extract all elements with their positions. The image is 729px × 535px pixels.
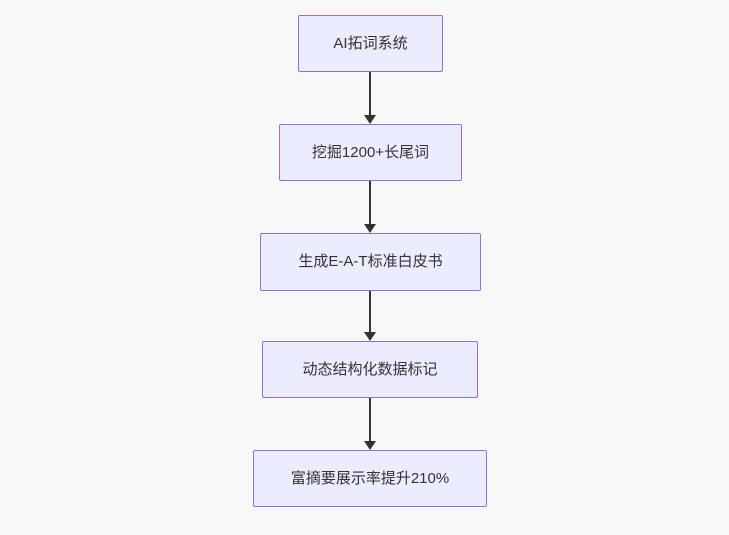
node-mine-longtail-keywords: 挖掘1200+长尾词 [279, 124, 462, 181]
arrowhead-down-icon [364, 115, 376, 124]
node-label: 挖掘1200+长尾词 [311, 143, 430, 161]
node-label: 生成E-A-T标准白皮书 [298, 253, 443, 270]
node-ai-word-expansion-system: AI拓词系统 [298, 15, 443, 72]
edge-line [369, 398, 371, 443]
flow-edge-4-5 [363, 398, 377, 450]
edge-line [369, 181, 371, 226]
node-label: 富摘要展示率提升210% [290, 469, 450, 487]
node-label: AI拓词系统 [333, 34, 408, 52]
flow-edge-1-2 [363, 72, 377, 124]
edge-line [369, 291, 371, 334]
flow-edge-2-3 [363, 181, 377, 233]
arrowhead-down-icon [364, 441, 376, 450]
node-dynamic-structured-data-markup: 动态结构化数据标记 [262, 341, 478, 398]
edge-line [369, 72, 371, 117]
node-generate-eat-whitepaper: 生成E-A-T标准白皮书 [260, 233, 481, 291]
arrowhead-down-icon [364, 224, 376, 233]
node-rich-snippet-rate-increase: 富摘要展示率提升210% [253, 450, 487, 507]
arrowhead-down-icon [364, 332, 376, 341]
flow-edge-3-4 [363, 291, 377, 341]
node-label: 动态结构化数据标记 [302, 360, 438, 378]
